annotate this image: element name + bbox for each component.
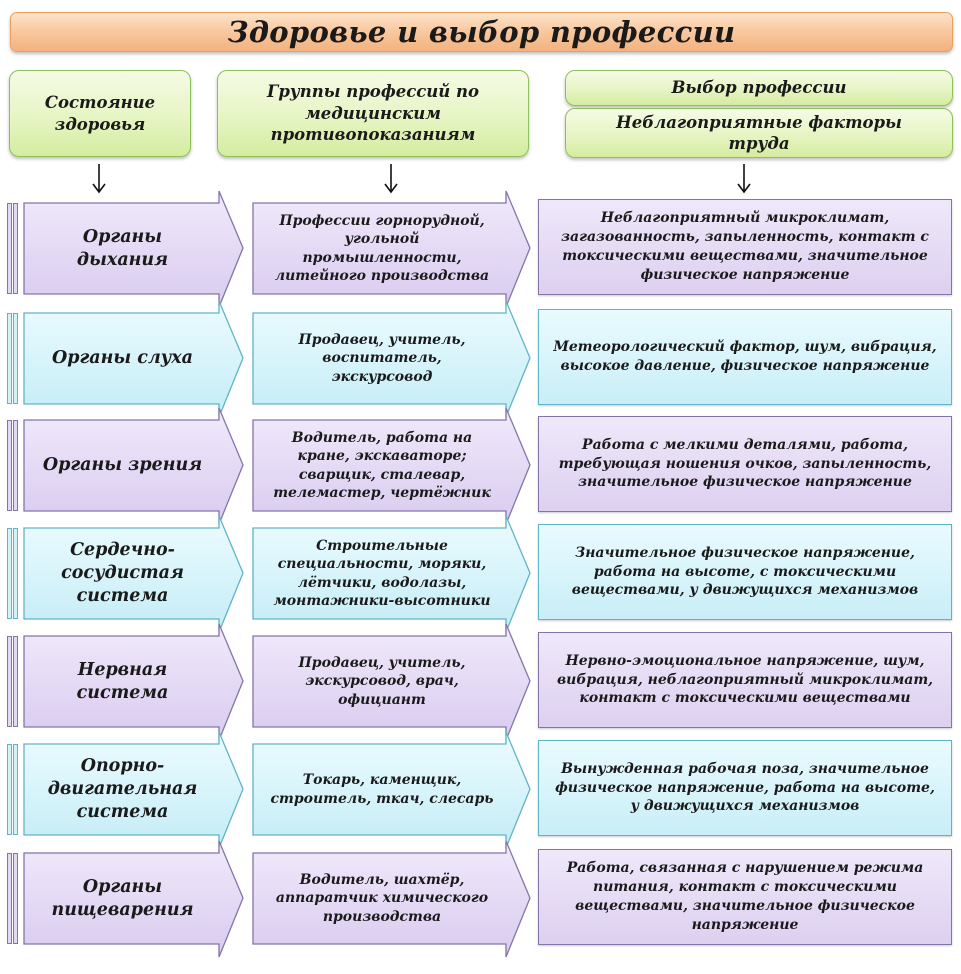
row-marker-bars [7,420,23,511]
header-health-label: Состояние здоровья [44,93,156,134]
health-category-label: Сердечно-сосудистая система [61,540,184,606]
adverse-factors-text: Значительное физическое напряжение, рабо… [571,544,919,599]
header-groups-label: Группы профессий по медицинским противоп… [266,82,480,145]
down-arrow-icon [92,164,106,194]
title-banner: Здоровье и выбор профессии [10,12,953,52]
row-marker-bars [7,203,23,294]
adverse-factors-box: Вынужденная рабочая поза, значительное ф… [538,740,952,836]
health-category-label: Опорно-двигательная система [47,756,198,822]
adverse-factors-box: Работа с мелкими деталями, работа, требу… [538,416,952,512]
row-marker-bar [7,744,12,835]
row-marker-bar [13,853,18,944]
profession-group-text: Водитель, шахтёр, аппаратчик химического… [275,872,489,925]
adverse-factors-box: Значительное физическое напряжение, рабо… [538,524,952,620]
header-adverse-factors: Неблагоприятные факторы труда [565,108,953,158]
professions-arrow [252,300,531,418]
header-choice-label: Выбор профессии [671,78,847,98]
row-marker-bar [13,313,18,404]
adverse-factors-box: Неблагоприятный микроклимат, загазованно… [538,199,952,295]
professions-arrow [252,190,531,308]
health-category-label: Нервная система [76,659,169,703]
profession-group-text: Строительные специальности, моряки, лётч… [273,538,491,609]
profession-group-text: Профессии горнорудной, угольной промышле… [274,213,490,284]
professions-arrow [252,515,531,633]
header-factors-label: Неблагоприятные факторы труда [616,112,902,153]
health-category-label: Органы пищеварения [51,876,194,920]
profession-group-text: Водитель, работа на кране, экскаваторе; … [273,430,491,501]
health-category-label: Органы дыхания [76,226,169,270]
row-marker-bars [7,313,23,404]
professions-arrow [252,731,531,849]
adverse-factors-box: Нервно-эмоциональное напряжение, шум, ви… [538,632,952,728]
health-category-label: Органы зрения [42,455,203,476]
row-marker-bar [7,636,12,727]
row-marker-bars [7,528,23,619]
row-marker-bar [7,528,12,619]
row-marker-bars [7,636,23,727]
row-marker-bar [7,203,12,294]
adverse-factors-text: Работа с мелкими деталями, работа, требу… [558,436,932,491]
professions-arrow [252,407,531,525]
adverse-factors-box: Метеорологический фактор, шум, вибрация,… [538,309,952,405]
row-marker-bar [13,528,18,619]
adverse-factors-text: Работа, связанная с нарушением режима пи… [566,860,924,933]
category-arrow [23,840,244,958]
row-marker-bars [7,853,23,944]
row-marker-bar [7,420,12,511]
profession-group-text: Токарь, каменщик, строитель, ткач, слеса… [270,772,494,807]
down-arrow-icon [384,164,398,194]
health-category-label: Органы слуха [51,348,194,369]
adverse-factors-text: Неблагоприятный микроклимат, загазованно… [561,210,929,283]
professions-arrow [252,840,531,958]
row-marker-bar [13,420,18,511]
row-marker-bar [13,636,18,727]
page-title: Здоровье и выбор профессии [227,15,736,49]
category-arrow [23,623,244,741]
row-marker-bars [7,744,23,835]
category-arrow [23,300,244,418]
category-arrow [23,190,244,308]
profession-group-text: Продавец, учитель, воспитатель, экскурсо… [298,332,466,385]
header-health-state: Состояние здоровья [9,70,191,157]
down-arrow-icon [737,164,751,194]
adverse-factors-text: Вынужденная рабочая поза, значительное ф… [555,760,935,815]
row-marker-bar [7,313,12,404]
category-arrow [23,731,244,849]
row-marker-bar [13,203,18,294]
category-arrow [23,515,244,633]
profession-group-text: Продавец, учитель, экскурсовод, врач, оф… [298,655,466,708]
adverse-factors-box: Работа, связанная с нарушением режима пи… [538,849,952,945]
row-marker-bar [7,853,12,944]
adverse-factors-text: Метеорологический фактор, шум, вибрация,… [553,339,937,374]
professions-arrow [252,623,531,741]
category-arrow [23,407,244,525]
row-marker-bar [13,744,18,835]
adverse-factors-text: Нервно-эмоциональное напряжение, шум, ви… [556,652,934,707]
header-profession-groups: Группы профессий по медицинским противоп… [217,70,529,157]
header-profession-choice: Выбор профессии [565,70,953,106]
